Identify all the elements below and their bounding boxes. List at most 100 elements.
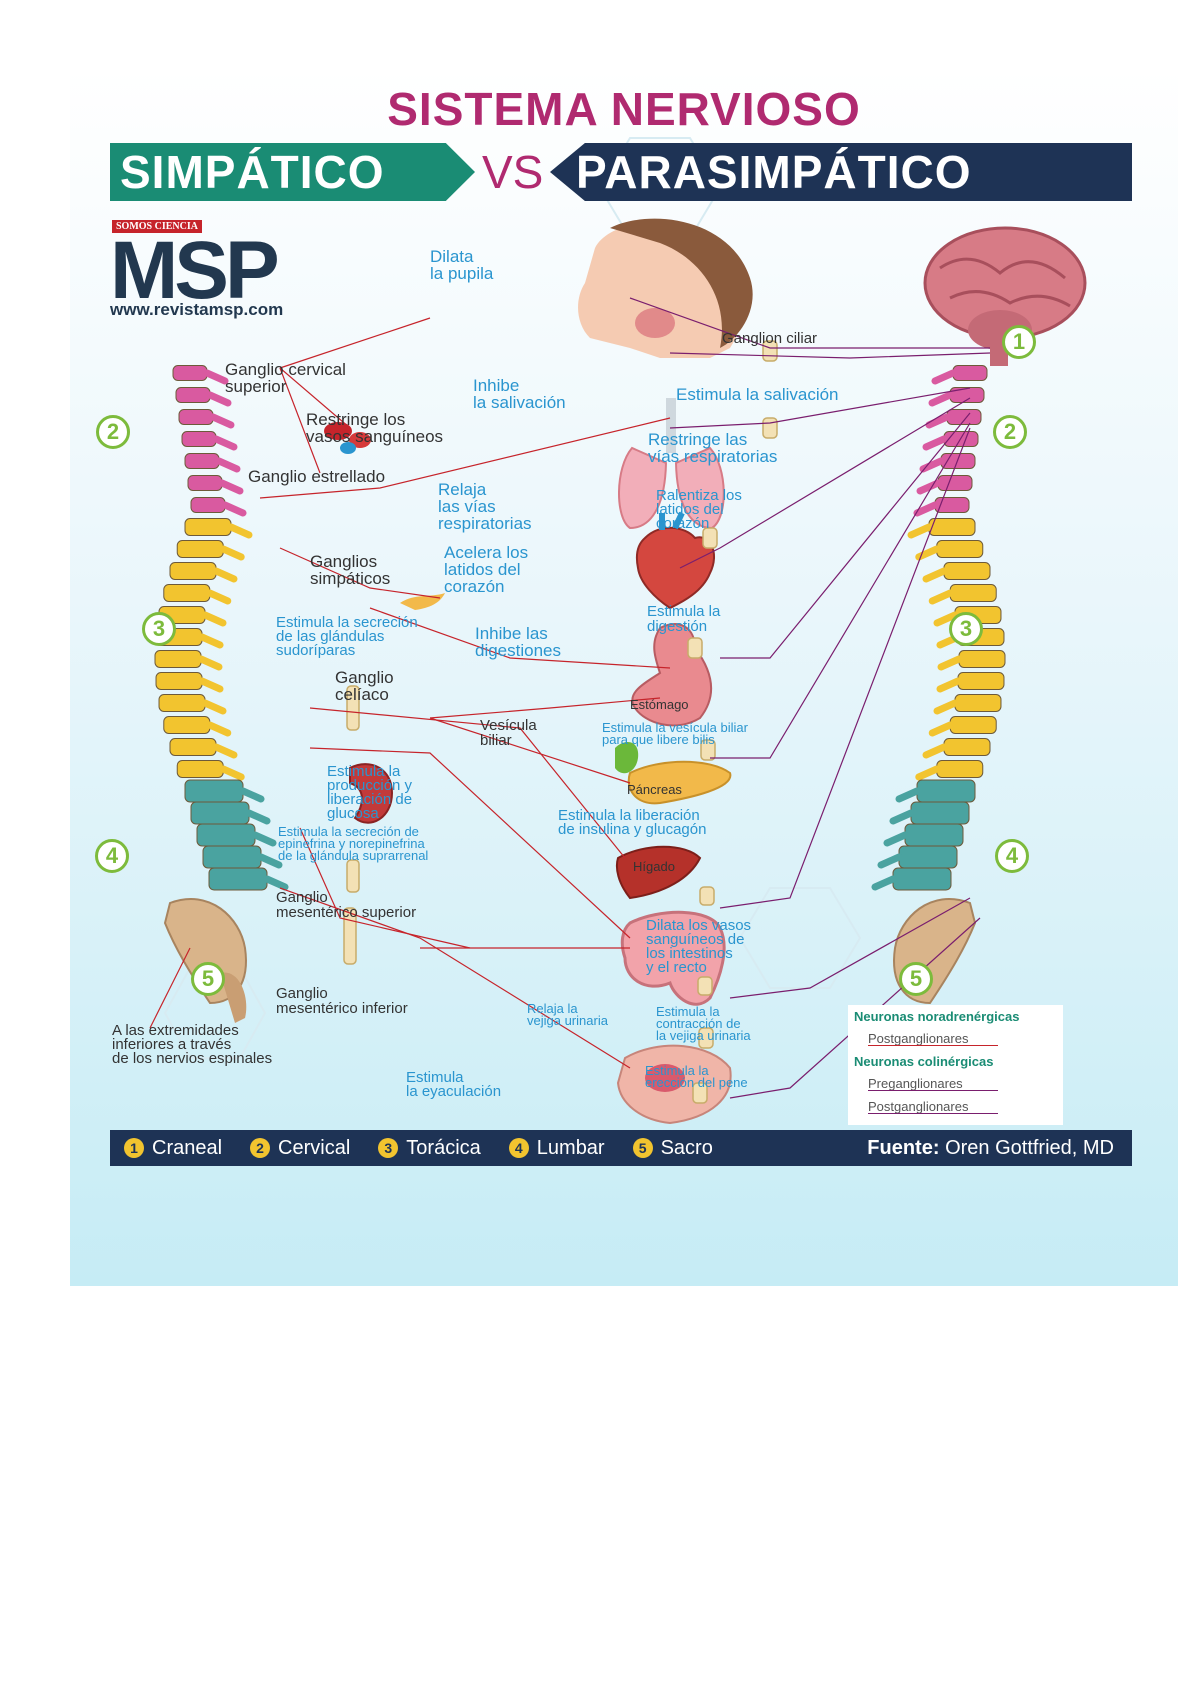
legend-noradrenergic-line xyxy=(868,1045,998,1046)
vertebra xyxy=(946,409,982,425)
vertebra xyxy=(936,760,984,778)
vertebra xyxy=(169,562,217,580)
footer-region-label: Sacro xyxy=(660,1136,713,1159)
label-estimula-epinefrina: Estimula la secreción de epinefrina y no… xyxy=(278,824,429,863)
vertebra xyxy=(892,867,952,891)
label-estimula-ereccion: Estimula la erección del pene xyxy=(645,1063,748,1090)
brain xyxy=(923,226,1087,366)
vertebra-process xyxy=(227,523,253,539)
vertebra xyxy=(949,584,997,602)
label-ganglio-mesenterico-inferior: Ganglio mesentérico inferior xyxy=(276,985,408,1017)
vertebra xyxy=(163,716,211,734)
ganglion-capsules xyxy=(343,340,778,1104)
brand-tagline: SOMOS CIENCIA xyxy=(112,220,202,233)
lungs xyxy=(618,398,725,530)
legend-cholinergic-pre: Preganglionares xyxy=(868,1076,963,1091)
vertebra-process xyxy=(877,853,903,869)
brand-logo: MSP xyxy=(110,225,280,316)
vertebra xyxy=(175,387,211,403)
vertebra-process xyxy=(916,479,942,495)
title-simpatico: SIMPÁTICO xyxy=(110,143,475,201)
badge-toracica-right: 3 xyxy=(949,612,983,646)
badge-lumbar-left: 4 xyxy=(95,839,129,873)
vertebra xyxy=(898,845,958,869)
vertebra-process xyxy=(198,633,224,649)
label-ganglio-estrellado: Ganglio estrellado xyxy=(248,467,386,486)
label-restringe-vias: Restringe las vías respiratorias xyxy=(648,430,778,466)
vertebra-process xyxy=(889,809,915,825)
footer-region-label: Cervical xyxy=(278,1136,351,1159)
vertebra xyxy=(181,431,217,447)
vertebra-process xyxy=(895,787,921,803)
vertebra-process xyxy=(251,831,277,847)
label-pancreas: Páncreas xyxy=(627,782,682,797)
vertebra-process xyxy=(931,369,957,385)
vertebra xyxy=(208,867,268,891)
label-acelera-latidos: Acelera los latidos del corazón xyxy=(444,543,529,596)
vertebra xyxy=(190,497,226,513)
ganglion-capsule xyxy=(697,976,713,996)
vertebra xyxy=(916,779,976,803)
vertebra-process xyxy=(907,523,933,539)
vertebra xyxy=(202,845,262,869)
vertebra-process xyxy=(221,501,247,517)
vertebra xyxy=(178,409,214,425)
vertebra-process xyxy=(201,699,227,715)
label-estimula-contraccion-vejiga: Estimula la contracción de la vejiga uri… xyxy=(656,1004,751,1043)
vertebra-process xyxy=(212,435,238,451)
ganglion-capsule xyxy=(699,886,715,906)
label-ganglio-celiaco: Ganglio celíaco xyxy=(335,668,394,704)
vertebra-process xyxy=(212,567,238,583)
vertebra-process xyxy=(928,589,954,605)
kidney xyxy=(349,763,394,824)
badge-sacro-right: 5 xyxy=(899,962,933,996)
label-extremidades: A las extremidades inferiores a través d… xyxy=(112,1022,273,1067)
label-higado: Hígado xyxy=(633,859,675,874)
blood-cells-icon xyxy=(324,422,371,454)
vertebra-process xyxy=(925,413,951,429)
label-estimula-produccion-glucosa: Estimula la producción y liberación de g… xyxy=(327,763,413,822)
main-title: SISTEMA NERVIOSO xyxy=(387,83,861,135)
brand-url: www.revistamsp.com xyxy=(110,300,284,319)
vertebra-process xyxy=(915,545,941,561)
vertebra xyxy=(943,738,991,756)
vertebra-process xyxy=(933,611,959,627)
vertebra-process xyxy=(197,655,223,671)
right-spine xyxy=(871,365,1006,891)
pancreas xyxy=(627,760,732,805)
heart xyxy=(635,511,715,610)
vertebra-process xyxy=(206,589,232,605)
vertebra xyxy=(937,475,973,491)
vertebra-process xyxy=(928,721,954,737)
vertebra xyxy=(176,540,224,558)
label-restringe-vasos: Restringe los vasos sanguíneos xyxy=(306,410,444,446)
vertebra-process xyxy=(198,677,224,693)
label-estimula-digestion: Estimula la digestión xyxy=(647,603,721,635)
ganglion-capsule xyxy=(343,907,357,965)
footer-region-number: 2 xyxy=(250,1138,271,1158)
label-ganglion-ciliar: Ganglion ciliar xyxy=(722,330,818,347)
vertebra-process xyxy=(215,457,241,473)
label-inhibe-salivacion: Inhibe la salivación xyxy=(473,376,566,412)
vertebra-process xyxy=(928,391,954,407)
badge-cervical-right: 2 xyxy=(993,415,1027,449)
vertebra-process xyxy=(219,765,245,781)
ganglion-capsule xyxy=(346,685,360,731)
footer-source-name: Oren Gottfried, MD xyxy=(945,1137,1114,1159)
vertebra xyxy=(954,694,1002,712)
badge-lumbar-right: 4 xyxy=(995,839,1029,873)
label-ganglio-cervical: Ganglio cervical superior xyxy=(225,360,346,396)
label-estimula-eyaculacion: Estimula la eyaculación xyxy=(406,1069,502,1100)
vertebra xyxy=(163,584,211,602)
gallbladder xyxy=(615,742,639,774)
vertebra xyxy=(928,518,976,536)
badge-toracica-left: 3 xyxy=(142,612,176,646)
badge-craneal: 1 xyxy=(1002,325,1036,359)
label-estomago: Estómago xyxy=(630,697,689,712)
vertebra xyxy=(910,801,970,825)
ganglion-capsule xyxy=(346,859,360,893)
